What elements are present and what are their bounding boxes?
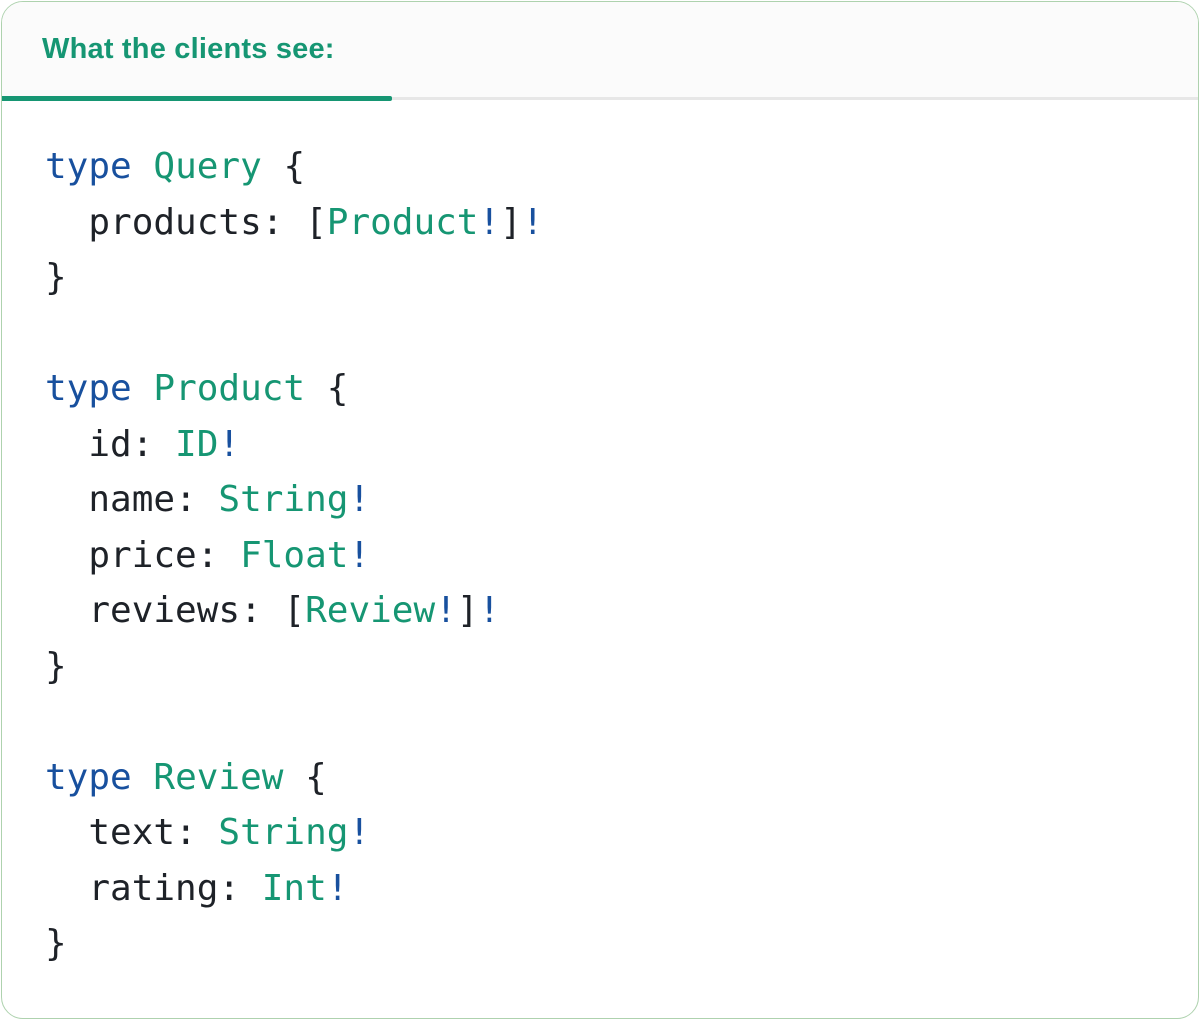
code-line: } bbox=[45, 257, 67, 298]
code-line: } bbox=[45, 645, 67, 687]
tab-label: What the clients see: bbox=[42, 33, 335, 65]
code-line: products: [Product!]! bbox=[45, 201, 544, 243]
code-line bbox=[45, 306, 1178, 362]
code-line: type Product { bbox=[45, 368, 349, 409]
code-line: name: String! bbox=[45, 479, 371, 520]
code-line: id: ID! bbox=[45, 423, 241, 465]
code-area: type Query { products: [Product!]!} type… bbox=[2, 100, 1198, 972]
code-line: price: Float! bbox=[45, 534, 371, 576]
code-line: rating: Int! bbox=[45, 867, 349, 909]
code-line: reviews: [Review!]! bbox=[45, 590, 501, 631]
code-line bbox=[45, 694, 1178, 750]
tab-what-clients-see[interactable]: What the clients see: bbox=[2, 2, 335, 97]
code-block: type Query { products: [Product!]!} type… bbox=[45, 139, 1178, 972]
code-line: type Query { bbox=[45, 146, 306, 187]
tab-bar: What the clients see: bbox=[2, 2, 1198, 101]
code-line: type Review { bbox=[45, 756, 327, 798]
active-tab-indicator bbox=[2, 96, 392, 101]
code-line: text: String! bbox=[45, 812, 371, 853]
code-line: } bbox=[45, 923, 67, 964]
